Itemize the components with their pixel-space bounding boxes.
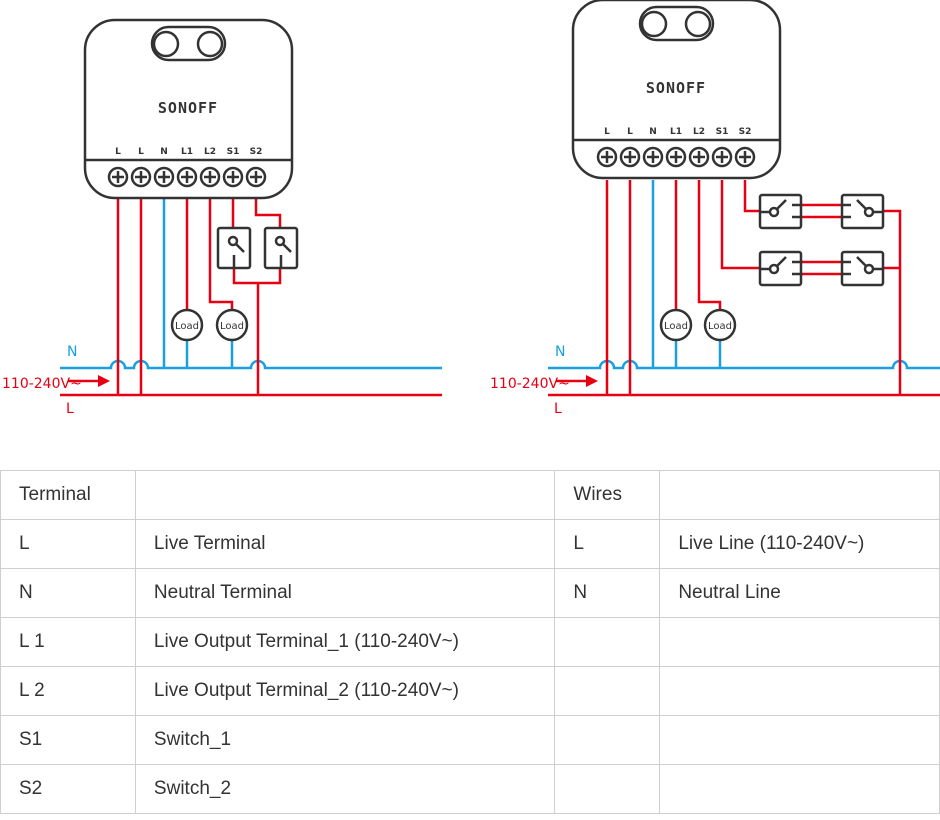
table-cell [554, 617, 661, 667]
table-cell: Neutral Terminal [134, 568, 556, 618]
table-cell [554, 666, 661, 716]
live-wire [605, 180, 632, 395]
neutral-label: N [555, 344, 565, 360]
table-cell [659, 470, 940, 520]
terminal-label: L1 [181, 147, 193, 157]
table-cell [659, 764, 940, 814]
terminal-label: S1 [716, 127, 729, 137]
load-circle [659, 308, 693, 342]
table-cell: N [554, 568, 661, 618]
voltage-label: 110-240V~ [490, 376, 570, 392]
button [684, 10, 712, 38]
arrow-head-icon [586, 375, 598, 387]
table-cell: S1 [0, 715, 136, 765]
terminal-label: S2 [739, 127, 752, 137]
load-label: Load [175, 321, 199, 332]
table-cell: L 2 [0, 666, 136, 716]
table-cell: Live Output Terminal_1 (110-240V~) [134, 617, 556, 667]
terminal-label: N [649, 127, 657, 137]
table-cell: Live Line (110-240V~) [659, 519, 940, 569]
table-cell: L 1 [0, 617, 136, 667]
table-cell: Live Terminal [134, 519, 556, 569]
table-cell: N [0, 568, 136, 618]
live-label: L [66, 401, 74, 417]
sonoff-device-right: SONOFF L L N L1 L2 S1 S2 [571, 0, 782, 180]
terminal-label: L2 [693, 127, 705, 137]
table-cell: L [554, 519, 661, 569]
terminal-label: L2 [204, 147, 216, 157]
brand-logo: SONOFF [158, 99, 218, 117]
table-cell [659, 666, 940, 716]
load-label: Load [708, 321, 732, 332]
button [152, 30, 180, 58]
table-cell [134, 470, 556, 520]
terminal-label: S1 [227, 147, 240, 157]
table-cell: Neutral Line [659, 568, 940, 618]
table-cell [659, 715, 940, 765]
arrow-head-icon [98, 375, 110, 387]
l2-wire [208, 198, 234, 310]
l2-wire [697, 180, 722, 310]
table-header-row: Terminal Wires [0, 470, 940, 520]
button [196, 30, 224, 58]
table-cell [554, 715, 661, 765]
neutral-label: N [67, 344, 77, 360]
table-cell: Switch_2 [134, 764, 556, 814]
load-circle [170, 308, 204, 342]
terminal-label: L [604, 127, 610, 137]
load-circle [215, 308, 249, 342]
table-cell [659, 617, 940, 667]
live-label: L [554, 401, 562, 417]
terminal-label: N [160, 147, 168, 157]
s2-wire [254, 198, 282, 228]
table-cell: Wires [554, 470, 661, 520]
table-cell [554, 764, 661, 814]
load-circle [703, 308, 737, 342]
voltage-label: 110-240V~ [2, 376, 82, 392]
sonoff-device-left: SONOFF L L N L1 L2 S1 S2 [83, 18, 294, 200]
terminal-label: S2 [250, 147, 263, 157]
live-wire [116, 198, 143, 395]
terminal-label: L [115, 147, 121, 157]
s1-wire [720, 180, 760, 270]
traveler-wires [800, 203, 842, 276]
load-label: Load [664, 321, 688, 332]
table-cell: L [0, 519, 136, 569]
table-cell: Live Output Terminal_2 (110-240V~) [134, 666, 556, 716]
table-cell: Terminal [0, 470, 136, 520]
brand-logo: SONOFF [646, 79, 706, 97]
terminal-label: L [627, 127, 633, 137]
load-label: Load [220, 321, 244, 332]
table-cell: S2 [0, 764, 136, 814]
switch-common-wire [883, 209, 902, 395]
table-cell: Switch_1 [134, 715, 556, 765]
terminal-label: L1 [670, 127, 682, 137]
s2-wire [743, 180, 760, 213]
terminal-label: L [138, 147, 144, 157]
button [640, 10, 668, 38]
switch-common-wire [232, 268, 282, 395]
